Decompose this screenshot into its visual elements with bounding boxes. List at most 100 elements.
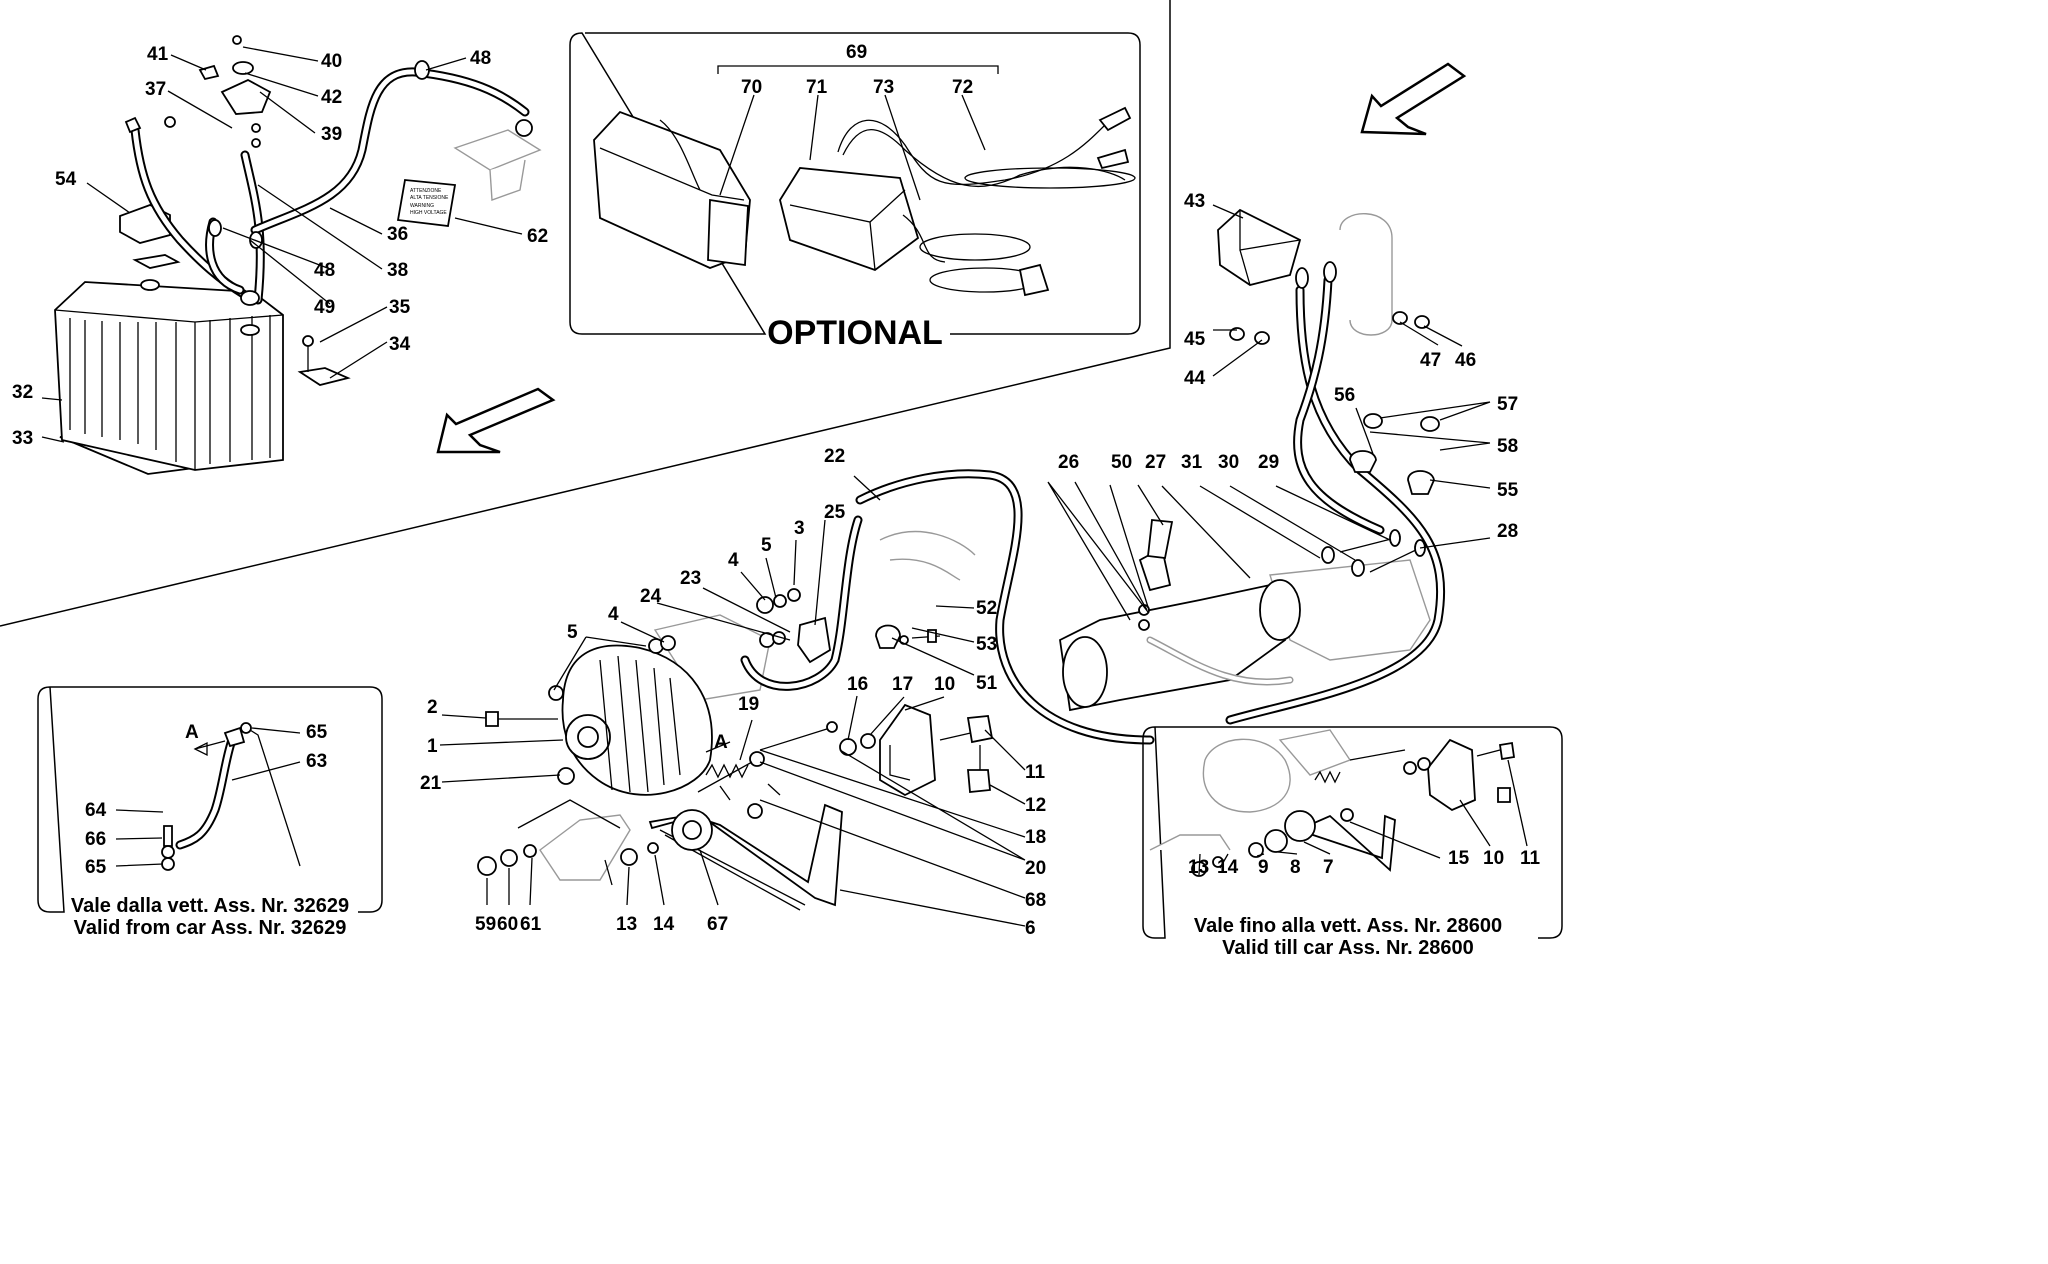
callout-56: 56	[1334, 385, 1355, 406]
callout-33: 33	[12, 428, 33, 449]
positive-terminal-assembly	[1217, 208, 1446, 725]
starter-motor-assembly	[855, 469, 1431, 745]
view-marker-a-main: A	[714, 732, 728, 753]
callout-47: 47	[1420, 350, 1441, 371]
callout-67: 67	[707, 914, 728, 935]
callout-72: 72	[952, 77, 973, 98]
callout-10-inset: 10	[1483, 848, 1504, 869]
callout-14: 14	[653, 914, 675, 935]
arrow-right-icon	[1360, 62, 1467, 136]
callout-22: 22	[824, 446, 845, 467]
callout-52: 52	[976, 598, 997, 619]
callout-30: 30	[1218, 452, 1239, 473]
callout-43: 43	[1184, 191, 1205, 212]
callout-65: 65	[85, 857, 107, 878]
callout-68: 68	[1025, 890, 1046, 911]
callout-26: 26	[1058, 452, 1079, 473]
optional-label: OPTIONAL	[767, 314, 943, 352]
callout-17: 17	[892, 674, 913, 695]
alternator-assembly	[477, 515, 994, 911]
callout-15-inset: 15	[1448, 848, 1470, 869]
callout-4-top: 4	[728, 550, 739, 571]
callout-70: 70	[741, 77, 762, 98]
callout-59: 59	[475, 914, 496, 935]
callout-21: 21	[420, 773, 442, 794]
callout-60: 60	[497, 914, 518, 935]
callout-57: 57	[1497, 394, 1518, 415]
callout-13-inset: 13	[1188, 857, 1209, 878]
inset-right-caption-2: Valid till car Ass. Nr. 28600	[1222, 937, 1474, 959]
callout-7-inset: 7	[1323, 857, 1334, 878]
callout-71: 71	[806, 77, 828, 98]
callout-66: 66	[85, 829, 106, 850]
callout-14-inset: 14	[1217, 857, 1239, 878]
inset-left-caption-2: Valid from car Ass. Nr. 32629	[74, 917, 347, 939]
callout-11: 11	[1025, 762, 1046, 783]
inset-left-caption-1: Vale dalla vett. Ass. Nr. 32629	[71, 895, 349, 917]
callout-39: 39	[321, 124, 342, 145]
callout-6: 6	[1025, 918, 1036, 939]
callout-48-mid: 48	[314, 260, 335, 281]
electrical-parts-diagram: ATTENZIONE ALTA TENSIONE WARNING HIGH VO…	[0, 0, 1563, 959]
tensioner-bracket	[879, 703, 936, 797]
callout-16: 16	[847, 674, 868, 695]
sticker-line-3: WARNING	[410, 203, 434, 209]
optional-charger-box: OPTIONAL	[569, 32, 1141, 352]
callout-44: 44	[1184, 368, 1206, 389]
callout-42: 42	[321, 87, 342, 108]
callout-62: 62	[527, 226, 548, 247]
callout-1: 1	[427, 736, 438, 757]
callout-20: 20	[1025, 858, 1046, 879]
callout-65-top: 65	[306, 722, 328, 743]
inset-left: A Vale dalla vett. Ass. Nr. 32629 Valid …	[37, 686, 383, 939]
alternator	[561, 644, 713, 796]
callout-31: 31	[1181, 452, 1203, 473]
inset-right: Vale fino alla vett. Ass. Nr. 28600 Vali…	[1142, 726, 1563, 959]
callout-5: 5	[567, 622, 578, 643]
callout-19: 19	[738, 694, 759, 715]
callout-41: 41	[147, 44, 169, 65]
leader-lines	[41, 46, 1528, 927]
callout-27: 27	[1145, 452, 1166, 473]
sticker-line-1: ATTENZIONE	[410, 188, 442, 194]
callout-3: 3	[794, 518, 805, 539]
callout-5-top: 5	[761, 535, 772, 556]
callout-54: 54	[55, 169, 77, 190]
section-separators	[0, 0, 1171, 627]
callout-32: 32	[12, 382, 33, 403]
callout-46: 46	[1455, 350, 1476, 371]
callout-45: 45	[1184, 329, 1206, 350]
warning-sticker	[396, 179, 457, 227]
direction-arrows	[436, 62, 1467, 454]
callout-50: 50	[1111, 452, 1132, 473]
callout-69: 69	[846, 42, 867, 63]
callout-29: 29	[1258, 452, 1279, 473]
callout-64: 64	[85, 800, 107, 821]
battery-charger	[779, 167, 920, 272]
callout-2: 2	[427, 697, 438, 718]
sticker-line-2: ALTA TENSIONE	[410, 195, 449, 201]
callout-38: 38	[387, 260, 408, 281]
battery-switch	[220, 78, 272, 115]
callout-63: 63	[306, 751, 327, 772]
callout-13: 13	[616, 914, 637, 935]
callout-8-inset: 8	[1290, 857, 1301, 878]
callout-37: 37	[145, 79, 166, 100]
callout-10: 10	[934, 674, 955, 695]
callout-51: 51	[976, 673, 998, 694]
callout-55: 55	[1497, 480, 1519, 501]
sticker-line-4: HIGH VOLTAGE	[410, 210, 447, 216]
battery-assembly: ATTENZIONE ALTA TENSIONE WARNING HIGH VO…	[54, 35, 542, 475]
view-marker-a-left: A	[185, 722, 199, 743]
callout-40: 40	[321, 51, 342, 72]
battery	[54, 281, 284, 471]
callout-35: 35	[389, 297, 411, 318]
callout-28: 28	[1497, 521, 1518, 542]
positive-terminal-box	[1217, 208, 1302, 286]
callout-4: 4	[608, 604, 619, 625]
callout-23: 23	[680, 568, 701, 589]
callout-53: 53	[976, 634, 997, 655]
callout-numbers: 41 40 37 42 39 48 54 36 62 38 48 49 35 3…	[12, 42, 1541, 939]
callout-9-inset: 9	[1258, 857, 1269, 878]
callout-36: 36	[387, 224, 408, 245]
